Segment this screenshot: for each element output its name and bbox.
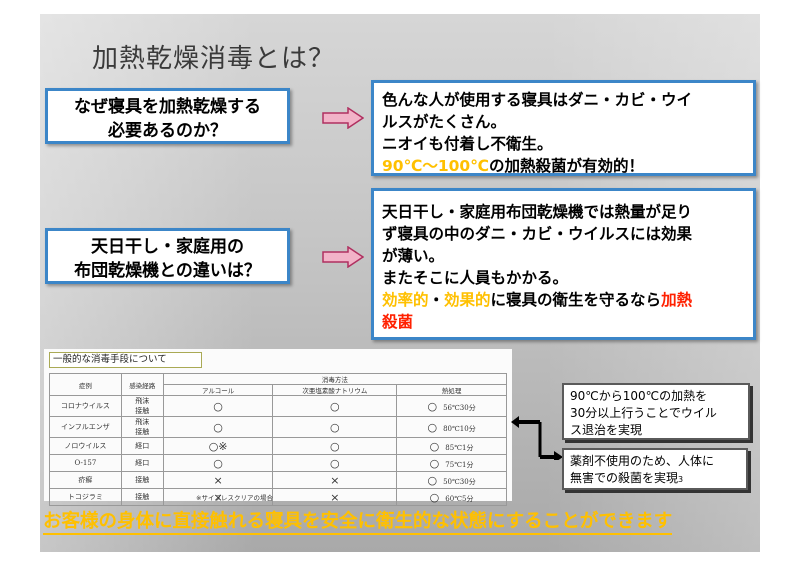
- cell-heat: ○ 56℃30分: [396, 395, 507, 417]
- page-title: 加熱乾燥消毒とは？: [92, 44, 336, 74]
- sterilization-highlight: 殺菌: [382, 313, 414, 331]
- cell-alcohol: ○: [162, 395, 274, 417]
- right-arrow-icon: [322, 107, 364, 129]
- cell-route: 飛沫 接触: [120, 416, 164, 438]
- answer-1-line-2: ルスがたくさん。: [382, 113, 507, 131]
- heat-value: 56℃30分: [443, 403, 476, 412]
- cell-heat: ○ 75℃1分: [396, 454, 507, 472]
- cell-hypochlorite: ×: [272, 488, 398, 506]
- header-case: 症例: [49, 373, 122, 396]
- table-row: 疥癬接触××○50℃30分: [49, 471, 507, 489]
- disinfection-table: 症例 感染経路 消毒方法 アルコール 次亜塩素酸ナトリウム 熱処理 コロナウイル…: [49, 373, 508, 506]
- cell-alcohol: ×: [162, 471, 274, 489]
- heat-mark: ○: [429, 439, 440, 453]
- page-number: 3: [678, 475, 684, 484]
- efficient-highlight: 効率的: [382, 291, 429, 309]
- cell-alcohol: ×: [162, 488, 274, 506]
- heat-value: 60℃5分: [445, 494, 474, 503]
- cell-hypochlorite: ○: [272, 416, 398, 438]
- question-box-2: 天日干し・家庭用の 布団乾燥機との違いは？: [45, 228, 290, 284]
- cell-case: トコジラミ: [49, 488, 122, 506]
- cell-alcohol: ○※: [162, 437, 274, 455]
- cell-heat: ○ 85℃1分: [396, 437, 507, 455]
- question-2-line-1: 天日干し・家庭用の: [91, 237, 244, 257]
- answer-2-line-3: が薄い。: [382, 247, 445, 265]
- answer-1-line-1: 色んな人が使用する寝具はダニ・カビ・ウイ: [382, 91, 693, 109]
- connector-arrow-icon: [511, 416, 563, 460]
- bottom-statement: お客様の身体に直接触れる寝具を安全に衛生的な状態にすることができます: [43, 511, 673, 535]
- header-method-group: 消毒方法: [162, 373, 508, 385]
- heat-value: 75℃1分: [445, 460, 474, 469]
- question-box-1: なぜ寝具を加熱乾燥する 必要あるのか？: [45, 88, 290, 144]
- table-footnote: ※サイプレスクリアの場合: [196, 494, 273, 502]
- table-caption: 一般的な消毒手段について: [49, 352, 202, 368]
- heating-highlight: 加熱: [661, 291, 693, 309]
- question-1-line-2: 必要あるのか？: [108, 121, 227, 141]
- cell-hypochlorite: ○: [272, 454, 398, 472]
- heat-mark: ○: [429, 456, 440, 470]
- cell-heat: ○ 50℃30分: [396, 471, 507, 489]
- temperature-highlight: 90℃～100℃: [382, 157, 489, 175]
- header-route: 感染経路: [120, 373, 164, 396]
- cell-case: ノロウイルス: [49, 437, 122, 455]
- side-note-heat: 90℃から100℃の加熱を 30分以上行うことでウイル ス退治を実現: [562, 383, 750, 440]
- cell-alcohol: ○: [162, 454, 274, 472]
- answer-box-1: 色んな人が使用する寝具はダニ・カビ・ウイ ルスがたくさん。 ニオイも付着し不衛生…: [371, 80, 756, 176]
- table-row: ノロウイルス経口○※○○85℃1分: [49, 437, 507, 455]
- header-alcohol: アルコール: [162, 384, 274, 396]
- cell-route: 飛沫 接触: [120, 395, 164, 417]
- answer-2-line-5-mid: に寝具の衛生を守るなら: [490, 291, 662, 309]
- table-row: コロナウイルス飛沫 接触○○○56℃30分: [49, 395, 507, 417]
- side-2-line-1: 薬剤不使用のため、人体に: [570, 454, 715, 468]
- side-1-line-3: ス退治を実現: [570, 423, 643, 437]
- answer-2-line-6: 殺菌: [382, 311, 745, 333]
- effective-highlight: 効果的: [444, 291, 491, 309]
- answer-2-line-5: 効率的・効果的に寝具の衛生を守るなら加熱: [382, 289, 745, 311]
- right-arrow-icon: [322, 246, 364, 268]
- cell-hypochlorite: ○: [272, 437, 398, 455]
- side-2-line-2-text: 無害での殺菌を実現: [570, 471, 679, 485]
- heat-value: 80℃10分: [443, 424, 476, 433]
- question-2-line-2: 布団乾燥機との違いは？: [74, 261, 261, 281]
- cell-route: 経口: [120, 437, 164, 455]
- cell-route: 接触: [120, 488, 164, 506]
- disinfection-table-image: 一般的な消毒手段について 症例 感染経路 消毒方法 アルコール 次亜塩素酸ナトリ…: [44, 349, 512, 506]
- cell-heat: ○ 60℃5分: [396, 488, 507, 506]
- answer-1-line-4: 90℃～100℃の加熱殺菌が有効的！: [382, 155, 745, 177]
- cell-hypochlorite: ×: [272, 471, 398, 489]
- table-row: インフルエンザ飛沫 接触○○○80℃10分: [49, 416, 507, 438]
- cell-case: コロナウイルス: [49, 395, 122, 417]
- cell-heat: ○ 80℃10分: [396, 416, 507, 438]
- cell-hypochlorite: ○: [272, 395, 398, 417]
- answer-2-line-4: またそこに人員もかかる。: [382, 269, 569, 287]
- cell-route: 経口: [120, 454, 164, 472]
- answer-2-line-1: 天日干し・家庭用布団乾燥機では熱量が足り: [382, 203, 693, 221]
- heat-mark: ○: [429, 490, 440, 504]
- cell-route: 接触: [120, 471, 164, 489]
- cell-case: 疥癬: [49, 471, 122, 489]
- heat-mark: ○: [427, 399, 438, 413]
- answer-1-line-4-rest: の加熱殺菌が有効的！: [488, 157, 644, 175]
- side-2-line-2: 無害での殺菌を実現3: [570, 470, 740, 488]
- side-1-line-2: 30分以上行うことでウイル: [570, 406, 717, 420]
- heat-mark: ○: [427, 473, 438, 487]
- cell-alcohol: ○: [162, 416, 274, 438]
- heat-value: 50℃30分: [443, 477, 476, 486]
- heat-mark: ○: [427, 420, 438, 434]
- side-note-harmless: 薬剤不使用のため、人体に 無害での殺菌を実現3: [562, 448, 748, 490]
- answer-1-line-3: ニオイも付着し不衛生。: [382, 135, 553, 153]
- answer-2-sep: ・: [428, 291, 445, 309]
- cell-case: インフルエンザ: [49, 416, 122, 438]
- side-1-line-1: 90℃から100℃の加熱を: [570, 389, 708, 403]
- header-heat: 熱処理: [396, 384, 507, 396]
- question-1-line-1: なぜ寝具を加熱乾燥する: [74, 97, 261, 117]
- answer-box-2: 天日干し・家庭用布団乾燥機では熱量が足り ず寝具の中のダニ・カビ・ウイルスには効…: [371, 188, 756, 340]
- table-row: トコジラミ接触××○60℃5分: [49, 488, 507, 506]
- cell-case: O-157: [49, 454, 122, 472]
- heat-value: 85℃1分: [445, 443, 474, 452]
- header-hypochlorite: 次亜塩素酸ナトリウム: [272, 384, 398, 396]
- answer-2-line-2: ず寝具の中のダニ・カビ・ウイルスには効果: [382, 225, 693, 243]
